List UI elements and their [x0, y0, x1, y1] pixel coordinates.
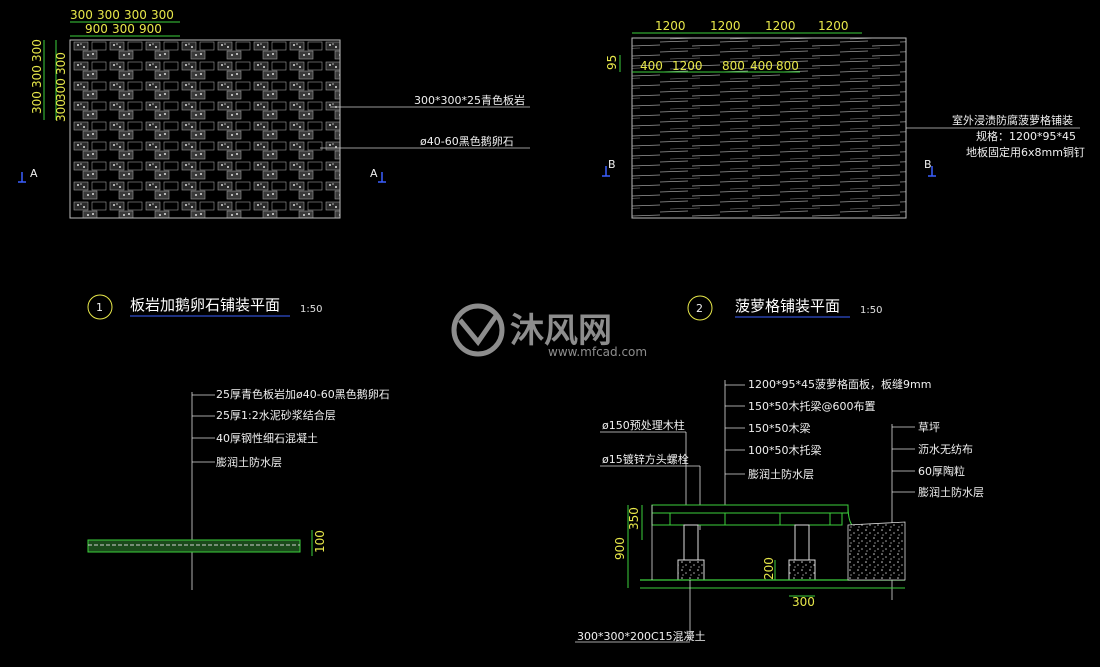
- plan1-scale: 1:50: [300, 304, 322, 315]
- plan2-callout-line1: 室外浸渍防腐菠萝格铺装: [952, 113, 1073, 127]
- plan2-top-dim2-1: 400: [640, 59, 663, 73]
- watermark-url: www.mfcad.com: [548, 345, 647, 359]
- section2-top-layer-4: 100*50木托梁: [748, 443, 822, 457]
- plan1-left-dim-3: 300: [30, 91, 44, 114]
- section2-post-right: [794, 524, 810, 561]
- section2-right-layer-2: 沥水无纺布: [918, 442, 973, 456]
- section2-beam: [651, 512, 843, 526]
- plan2-top-dim-3: 1200: [765, 19, 796, 33]
- plan2-left-dim: 95: [605, 55, 619, 70]
- section2-deck-board: [651, 504, 849, 514]
- section2-gravel-fill: [847, 521, 906, 581]
- section2-dim-200: 200: [762, 557, 776, 580]
- plan2-scale: 1:50: [860, 305, 882, 316]
- section2-right-layer-1: 草坪: [918, 421, 940, 434]
- section2-bottom-callout: 300*300*200C15混凝土: [577, 629, 706, 643]
- plan1-left-dim-2: 300: [30, 65, 44, 88]
- plan2-top-dim2-4: 400: [750, 59, 773, 73]
- section2-left-callout-1: ø150预处理木柱: [602, 418, 685, 432]
- section1-layer-2: 25厚1:2水泥砂浆结合层: [216, 408, 336, 422]
- section2-footing-left: [677, 559, 705, 581]
- plan1-top-dim2-3: 900: [139, 22, 162, 36]
- section1-group: 25厚青色板岩加ø40-60黑色鹅卵石 25厚1:2水泥砂浆结合层 40厚钢性细…: [87, 387, 390, 590]
- section2-group: 1200*95*45菠萝格面板，板缝9mm 150*50木托梁@600布置 15…: [575, 377, 984, 643]
- section2-dim-900: 900: [613, 537, 627, 560]
- plan1-top-dim-4: 300: [151, 8, 174, 22]
- section2-top-layer-2: 150*50木托梁@600布置: [748, 399, 876, 413]
- plan1-top-dim-1: 300: [70, 8, 93, 22]
- section1-layer-4: 膨润土防水层: [216, 455, 282, 469]
- plan2-hatch-rect: [631, 37, 907, 219]
- section1-slab: [87, 539, 301, 553]
- plan2-callout-line2: 规格：1200*95*45: [976, 129, 1076, 143]
- plan1-title: 板岩加鹅卵石铺装平面: [130, 296, 280, 314]
- section2-top-layer-5: 膨润土防水层: [748, 467, 814, 481]
- plan1-hatch-rect: [69, 39, 341, 219]
- section1-dim-100: 100: [313, 530, 327, 553]
- section2-right-layer-3: 60厚陶粒: [918, 464, 965, 478]
- plan1-section-mark-right: A: [370, 167, 378, 180]
- plan1-circle-number: 1: [96, 301, 103, 314]
- section2-top-layer-1: 1200*95*45菠萝格面板，板缝9mm: [748, 377, 931, 391]
- plan1-top-dim-2: 300: [97, 8, 120, 22]
- plan2-section-mark-left: B: [608, 158, 616, 171]
- plan1-top-dim2-1: 900: [85, 22, 108, 36]
- section2-right-layer-4: 膨润土防水层: [918, 485, 984, 499]
- plan2-top-dim-2: 1200: [710, 19, 741, 33]
- plan2-group: 1200 1200 1200 1200 400 1200 800 400 800…: [602, 19, 1085, 321]
- plan1-group: 300 300 300 300 900 300 900 300 300 300 …: [18, 8, 530, 320]
- watermark-text: 沐风网: [510, 311, 612, 351]
- plan1-callout-1: 300*300*25青色板岩: [414, 93, 525, 107]
- plan2-section-mark-right: B: [924, 158, 932, 171]
- plan2-top-dim-4: 1200: [818, 19, 849, 33]
- plan1-top-dim2-2: 300: [112, 22, 135, 36]
- section2-footing-right: [788, 559, 816, 581]
- plan1-callout-2: ø40-60黑色鹅卵石: [420, 134, 514, 148]
- section2-top-layer-3: 150*50木梁: [748, 421, 811, 435]
- plan2-top-dim2-3: 800: [722, 59, 745, 73]
- plan2-callout-line3: 地板固定用6x8mm铜钉: [966, 145, 1085, 159]
- plan2-top-dim-1: 1200: [655, 19, 686, 33]
- plan2-top-dim2-2: 1200: [672, 59, 703, 73]
- section2-post-left: [683, 524, 699, 561]
- plan1-left-dim-1: 300: [30, 39, 44, 62]
- section2-dim-350: 350: [627, 507, 641, 530]
- plan1-left-inner-dim-2: 300: [54, 78, 68, 101]
- plan2-top-dim2-5: 800: [776, 59, 799, 73]
- plan1-top-dim-3: 300: [124, 8, 147, 22]
- section1-layer-3: 40厚钢性细石混凝土: [216, 431, 318, 445]
- section2-dim-300: 300: [792, 595, 815, 609]
- plan1-left-inner-dim-1: 300: [54, 52, 68, 75]
- plan2-circle-number: 2: [696, 302, 703, 315]
- section2-left-callout-2: ø15镀锌方头螺栓: [602, 452, 689, 466]
- watermark: 沐风网 www.mfcad.com: [451, 303, 647, 359]
- plan2-title: 菠萝格铺装平面: [735, 297, 840, 315]
- plan1-section-mark-left: A: [30, 167, 38, 180]
- section1-layer-1: 25厚青色板岩加ø40-60黑色鹅卵石: [216, 387, 390, 401]
- plan1-left-inner-dim-3: 300: [54, 99, 68, 122]
